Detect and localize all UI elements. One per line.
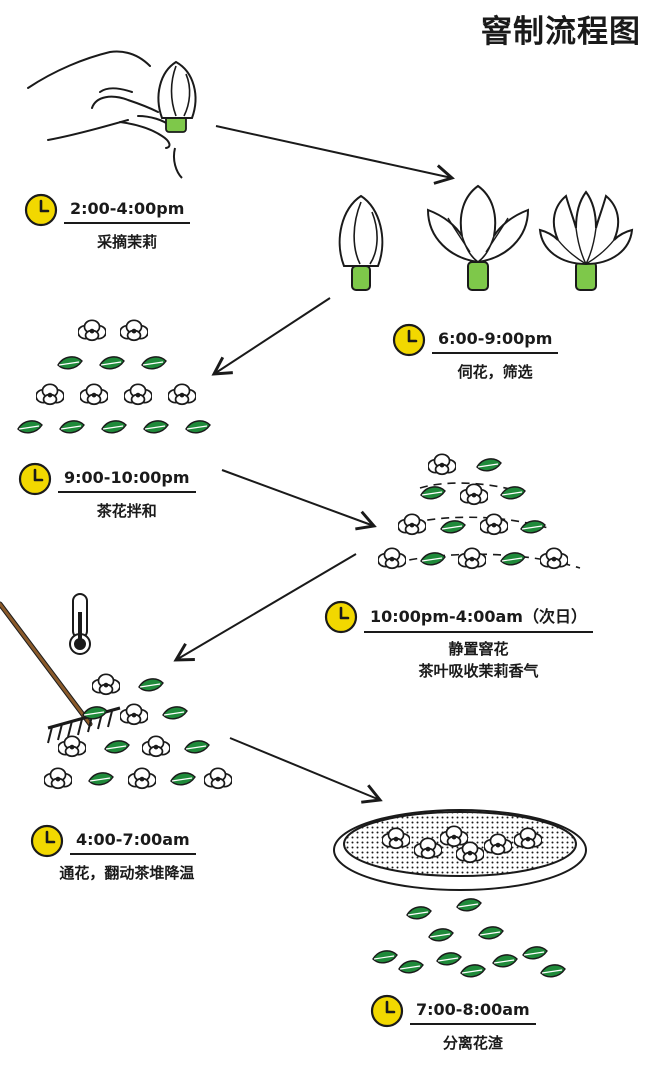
step-3: 9:00-10:00pm 茶花拌和 <box>18 462 196 522</box>
tea-leaf-icon <box>456 898 482 912</box>
arrow-icon <box>173 553 357 662</box>
tea-leaf-icon <box>141 356 167 370</box>
tea-leaf-icon <box>478 926 504 940</box>
tea-leaf-icon <box>492 954 518 968</box>
jasmine-flower-icon <box>78 319 106 342</box>
tea-leaf-icon <box>540 964 566 978</box>
jasmine-flower-icon <box>460 483 488 506</box>
tea-leaf-icon <box>428 928 454 942</box>
jasmine-flower-icon <box>378 547 406 570</box>
jasmine-flower-icon <box>142 735 170 758</box>
step-time: 7:00-8:00am <box>410 998 536 1025</box>
tea-leaf-icon <box>440 520 466 534</box>
hand-icon <box>27 50 171 149</box>
tea-and-flower-rows <box>17 319 211 434</box>
tea-leaf-icon <box>522 946 548 960</box>
tea-leaf-icon <box>398 960 424 974</box>
tea-leaf-icon <box>420 552 446 566</box>
clock-icon <box>30 824 64 858</box>
tea-leaf-icon <box>436 952 462 966</box>
jasmine-flower-icon <box>458 547 486 570</box>
tea-leaf-icon <box>82 706 108 720</box>
step-label: 采摘茉莉 <box>97 233 158 251</box>
tea-leaf-icon <box>104 740 130 754</box>
separated-leaves <box>372 898 566 978</box>
jasmine-flower-icon <box>120 703 148 726</box>
jasmine-flower-icon <box>36 383 64 406</box>
arrow-icon <box>215 125 455 185</box>
tea-leaf-icon <box>184 740 210 754</box>
step-1: 2:00-4:00pm 采摘茉莉 <box>24 193 191 253</box>
jasmine-flower-icon <box>428 453 456 476</box>
clock-icon <box>392 323 426 357</box>
tea-leaf-icon <box>17 420 43 434</box>
tea-leaf-icon <box>500 486 526 500</box>
jasmine-flower-icon <box>80 383 108 406</box>
sieve-icon <box>333 809 587 891</box>
jasmine-flower-icon <box>204 767 232 790</box>
jasmine-flower-icon <box>168 383 196 406</box>
tea-leaf-icon <box>460 964 486 978</box>
clock-icon <box>370 994 404 1028</box>
step-2: 6:00-9:00pm 伺花，筛选 <box>392 323 559 383</box>
tea-leaf-icon <box>476 458 502 472</box>
tea-leaf-icon <box>406 906 432 920</box>
tea-leaf-icon <box>59 420 85 434</box>
step-time: 4:00-7:00am <box>70 828 196 855</box>
resting-pile <box>378 453 581 570</box>
clock-icon <box>24 193 58 227</box>
tea-leaf-icon <box>138 678 164 692</box>
tea-leaf-icon <box>185 420 211 434</box>
step-time: 9:00-10:00pm <box>58 466 196 493</box>
jasmine-flower-icon <box>398 513 426 536</box>
tea-leaf-icon <box>420 486 446 500</box>
step-label: 通花，翻动茶堆降温 <box>59 864 195 882</box>
tea-leaf-icon <box>520 520 546 534</box>
tea-leaf-icon <box>143 420 169 434</box>
jasmine-flower-icon <box>120 319 148 342</box>
step-5: 4:00-7:00am 通花，翻动茶堆降温 <box>30 824 196 884</box>
tea-leaf-icon <box>170 772 196 786</box>
jasmine-flower-icon <box>540 547 568 570</box>
jasmine-flower-icon <box>124 383 152 406</box>
step-label: 分离花渣 <box>442 1034 503 1052</box>
turned-pile <box>44 673 232 790</box>
tea-leaf-icon <box>99 356 125 370</box>
jasmine-flower-icon <box>157 60 197 179</box>
tea-leaf-icon <box>88 772 114 786</box>
jasmine-flower-icon <box>426 184 530 291</box>
jasmine-flower-icon <box>338 194 384 291</box>
rake-icon <box>0 601 121 744</box>
step-label: 静置窨花 <box>448 640 509 658</box>
jasmine-flower-icon <box>58 735 86 758</box>
page-title: 窨制流程图 <box>481 14 641 50</box>
jasmine-flower-icon <box>92 673 120 696</box>
arrow-icon <box>221 469 377 531</box>
step-label: 茶叶吸收茉莉香气 <box>418 662 539 680</box>
step-6: 7:00-8:00am 分离花渣 <box>370 994 536 1054</box>
step-time: 6:00-9:00pm <box>432 327 559 354</box>
flow-arrows <box>173 125 455 804</box>
tea-leaf-icon <box>372 950 398 964</box>
jasmine-flower-icon <box>538 190 634 291</box>
arrow-icon <box>229 737 383 804</box>
clock-icon <box>324 600 358 634</box>
step-label: 伺花，筛选 <box>457 363 533 381</box>
step-time: 10:00pm-4:00am（次日） <box>364 601 593 633</box>
tea-leaf-icon <box>57 356 83 370</box>
step-4: 10:00pm-4:00am（次日） 静置窨花 茶叶吸收茉莉香气 <box>324 600 593 682</box>
step-time: 2:00-4:00pm <box>64 197 191 224</box>
tea-leaf-icon <box>162 706 188 720</box>
jasmine-flower-icon <box>44 767 72 790</box>
step-label: 茶花拌和 <box>96 502 157 520</box>
tea-leaf-icon <box>500 552 526 566</box>
thermometer-icon <box>69 593 91 655</box>
arrow-icon <box>211 297 331 376</box>
tea-leaf-icon <box>101 420 127 434</box>
clock-icon <box>18 462 52 496</box>
jasmine-flower-icon <box>128 767 156 790</box>
